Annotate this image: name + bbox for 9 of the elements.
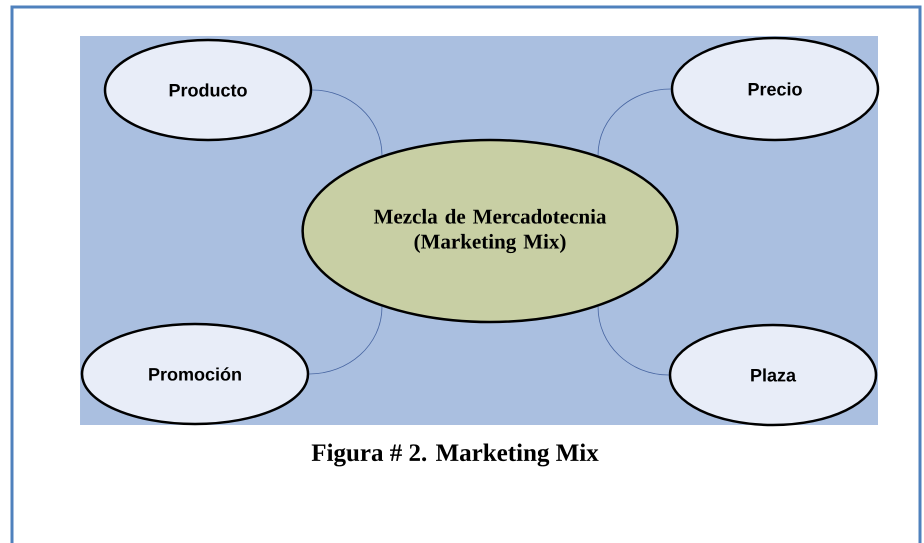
- ellipse-node: Promoción: [80, 322, 310, 426]
- connector-line: [598, 306, 670, 376]
- ellipse-node: Producto: [104, 38, 312, 142]
- ellipse-node: Plaza: [668, 324, 878, 426]
- connector-line: [308, 306, 382, 374]
- figure-caption: Figura # 2. Marketing Mix: [312, 444, 599, 466]
- connector-line: [598, 88, 672, 156]
- ellipse-node: Precio: [670, 36, 880, 142]
- connector-line: [312, 90, 382, 156]
